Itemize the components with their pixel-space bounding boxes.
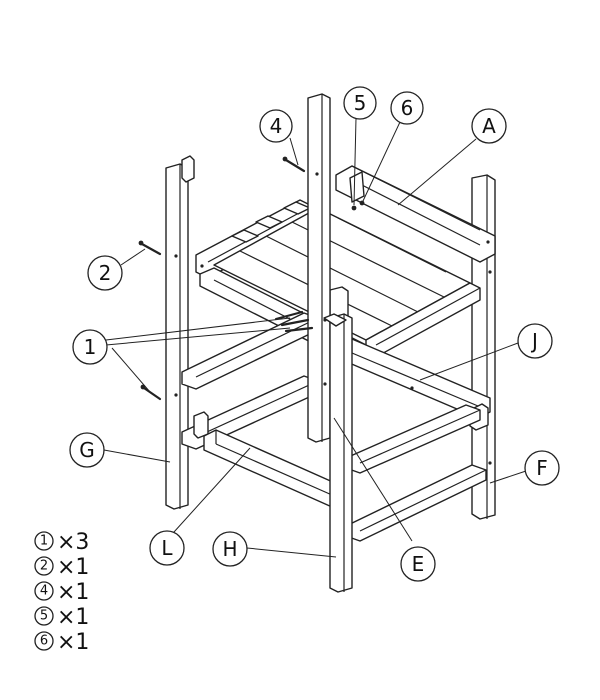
callout-two: 2 xyxy=(87,255,123,291)
screws-1 xyxy=(140,310,314,401)
callout-five: 5 xyxy=(343,86,377,120)
svg-text:4: 4 xyxy=(270,114,283,138)
callout-l: L xyxy=(149,530,185,566)
svg-text:×1: ×1 xyxy=(57,630,89,655)
svg-text:H: H xyxy=(222,537,237,561)
screws-5-6 xyxy=(351,200,365,211)
parts-list: 1 ×3 2 ×1 4 ×1 5 ×1 6 ×1 xyxy=(34,530,89,655)
svg-text:A: A xyxy=(482,114,496,138)
post-g xyxy=(165,155,195,510)
rail-right-middle xyxy=(345,404,481,474)
svg-text:×1: ×1 xyxy=(57,605,89,630)
leader-lines xyxy=(103,117,527,558)
parts-list-item: 1 ×3 xyxy=(34,530,89,555)
callout-j: J xyxy=(517,323,553,359)
callout-a: A xyxy=(471,108,507,144)
svg-text:×3: ×3 xyxy=(57,530,89,555)
callout-g: G xyxy=(69,432,105,468)
parts-list-item: 6 ×1 xyxy=(34,630,89,655)
callout-f: F xyxy=(524,450,560,486)
parts-list-item: 4 ×1 xyxy=(34,580,89,605)
svg-text:L: L xyxy=(161,536,173,560)
screw-2 xyxy=(138,240,162,256)
svg-text:4: 4 xyxy=(40,584,48,599)
svg-text:6: 6 xyxy=(40,634,48,649)
screw-4 xyxy=(282,156,306,173)
svg-text:1: 1 xyxy=(84,335,97,359)
rail-left-lower xyxy=(181,375,319,450)
svg-text:G: G xyxy=(79,438,95,462)
callout-e: E xyxy=(400,546,436,582)
svg-text:E: E xyxy=(412,552,425,576)
callout-h: H xyxy=(212,531,248,567)
callout-one: 1 xyxy=(72,329,108,365)
rail-left-upper xyxy=(181,312,319,390)
parts-list-item: 5 ×1 xyxy=(34,605,89,630)
svg-text:F: F xyxy=(536,456,548,480)
svg-text:2: 2 xyxy=(40,559,48,574)
svg-text:5: 5 xyxy=(40,609,48,624)
rail-right-lower xyxy=(345,464,487,542)
parts-list-item: 2 ×1 xyxy=(34,555,89,580)
svg-text:×1: ×1 xyxy=(57,555,89,580)
rail-l xyxy=(203,429,345,508)
svg-text:2: 2 xyxy=(99,261,112,285)
post-e xyxy=(307,93,331,443)
svg-text:1: 1 xyxy=(40,534,48,549)
post-h xyxy=(323,313,353,593)
svg-text:×1: ×1 xyxy=(57,580,89,605)
svg-text:5: 5 xyxy=(354,91,367,115)
callout-six: 6 xyxy=(390,91,424,125)
callout-four: 4 xyxy=(259,109,293,143)
svg-text:J: J xyxy=(530,329,538,353)
svg-text:6: 6 xyxy=(401,96,414,120)
